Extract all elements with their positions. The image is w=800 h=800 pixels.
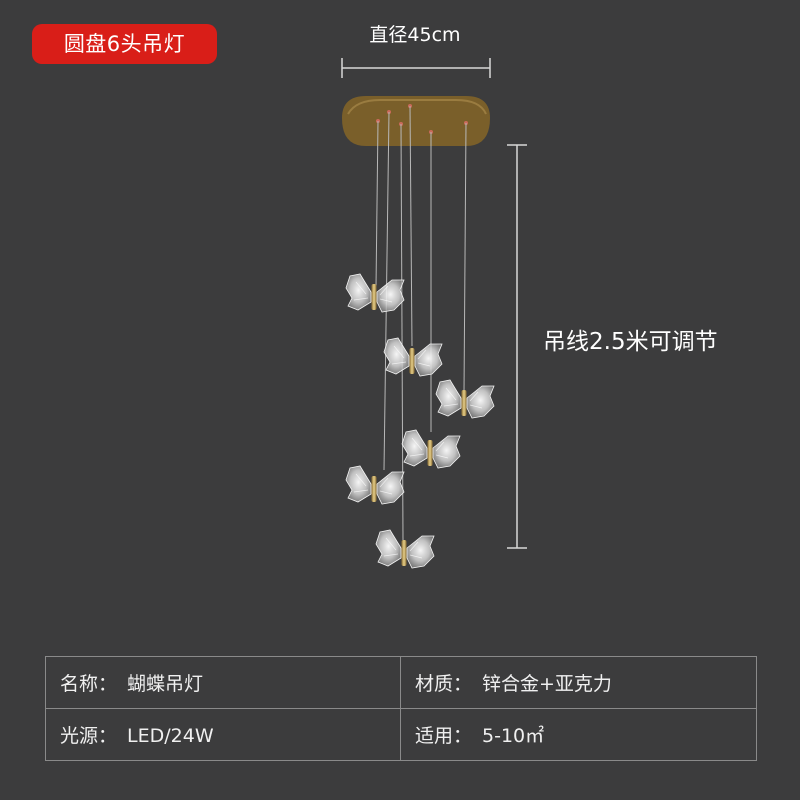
spec-row: 名称： 蝴蝶吊灯 材质： 锌合金+亚克力 [45, 656, 757, 709]
product-type-badge: 圆盘6头吊灯 [32, 24, 217, 64]
spec-table: 名称： 蝴蝶吊灯 材质： 锌合金+亚克力 光源： LED/24W 适用： 5-10㎡ [45, 656, 757, 761]
spec-value: 锌合金+亚克力 [482, 673, 612, 695]
spec-row: 光源： LED/24W 适用： 5-10㎡ [45, 708, 757, 761]
spec-cell-material: 材质： 锌合金+亚克力 [400, 656, 757, 709]
spec-label: 材质： [415, 673, 473, 695]
butterfly-pendant-3 [435, 379, 495, 419]
spec-value: 蝴蝶吊灯 [127, 673, 204, 695]
butterfly-pendant-4 [401, 429, 461, 469]
spec-label: 名称： [60, 673, 118, 695]
spec-cell-applicable-area: 适用： 5-10㎡ [400, 708, 757, 761]
spec-value: 5-10㎡ [482, 725, 545, 747]
ceiling-canopy [342, 96, 490, 146]
diameter-label: 直径45cm [369, 24, 461, 46]
butterfly-pendant-1 [345, 273, 405, 313]
cable-length-label: 吊线2.5米可调节 [543, 329, 718, 355]
butterfly-pendant-6 [375, 529, 435, 569]
diameter-dimension-line [341, 58, 491, 78]
butterfly-pendant-5 [345, 465, 405, 505]
spec-cell-name: 名称： 蝴蝶吊灯 [45, 656, 401, 709]
spec-label: 光源： [60, 725, 118, 747]
spec-cell-light-source: 光源： LED/24W [45, 708, 401, 761]
cable-length-dimension-line [507, 144, 527, 549]
spec-value: LED/24W [127, 725, 214, 747]
butterfly-pendant-2 [383, 337, 443, 377]
spec-label: 适用： [415, 725, 473, 747]
